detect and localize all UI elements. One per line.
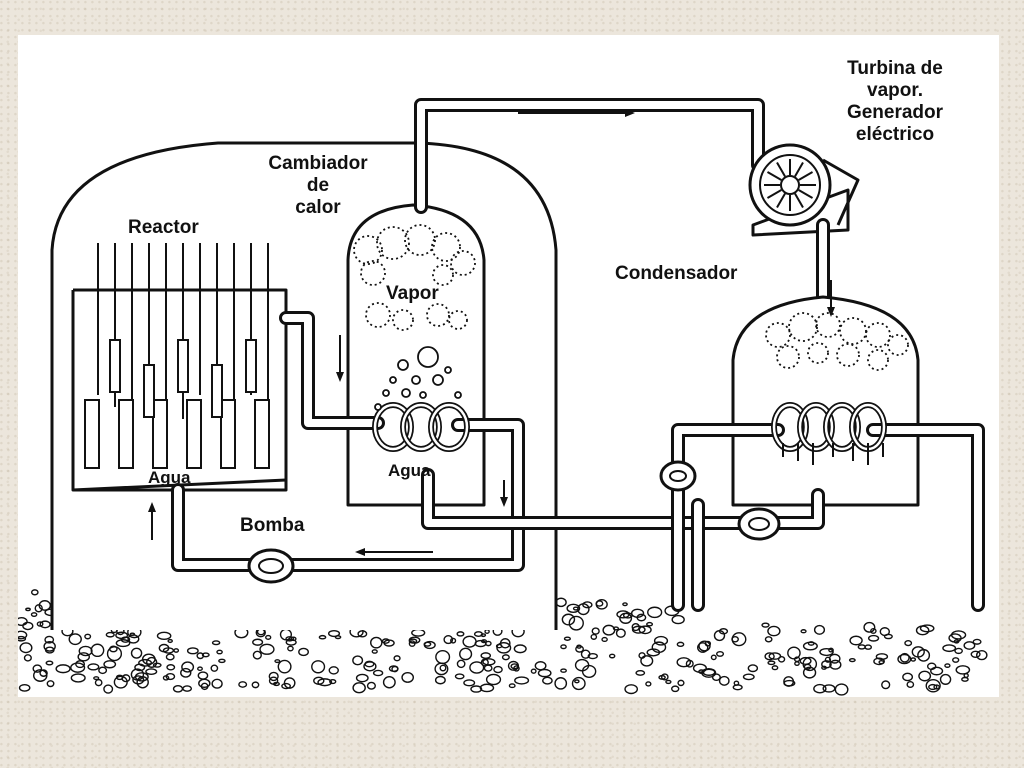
label-cambiador-line-3: calor — [295, 197, 341, 218]
vapor-clouds — [353, 224, 909, 371]
label-turbina-line-2: vapor. — [867, 80, 923, 101]
label-reactor: Reactor — [128, 217, 199, 238]
label-cambiador-line-2: de — [306, 175, 330, 196]
label-turbina-line-3: Generador — [846, 102, 944, 123]
label-turbina-line-1: Turbina de — [847, 58, 943, 79]
nuclear-plant-diagram — [18, 98, 999, 697]
arrow-left-pump-icon — [355, 548, 433, 556]
secondary-pump — [737, 507, 781, 541]
arrow-down-condenser-icon — [827, 280, 835, 317]
arrow-steam-right-icon — [518, 109, 635, 117]
cooling-pump — [659, 460, 697, 492]
label-cambiador-line-1: Cambiador — [268, 153, 368, 174]
turbine — [748, 143, 860, 237]
arrow-down-exchanger-icon — [336, 335, 344, 382]
steam-bubbles — [374, 346, 462, 411]
label-turbina-line-4: eléctrico — [855, 124, 935, 145]
label-condensador: Condensador — [615, 263, 738, 284]
diagram-panel: Reactor Agua Cambiador de calor Vapor Ag… — [18, 35, 999, 697]
heat-exchanger-coil — [372, 402, 470, 452]
label-agua-reactor: Agua — [148, 468, 191, 487]
control-rods — [84, 243, 270, 469]
arrow-down-return-icon — [500, 480, 508, 507]
label-agua-cambiador: Agua — [388, 461, 431, 480]
flow-arrows — [148, 109, 835, 556]
arrow-up-reactor-icon — [148, 502, 156, 540]
label-turbina: Turbina de vapor. Generador eléctrico — [820, 58, 970, 146]
label-cambiador: Cambiador de calor — [248, 153, 388, 219]
condensate-drips — [782, 443, 884, 465]
label-bomba: Bomba — [240, 515, 305, 536]
heat-exchanger-vessel — [346, 203, 486, 507]
bomba-pump — [247, 548, 295, 584]
label-vapor: Vapor — [386, 283, 439, 304]
condenser-vessel — [731, 295, 920, 507]
